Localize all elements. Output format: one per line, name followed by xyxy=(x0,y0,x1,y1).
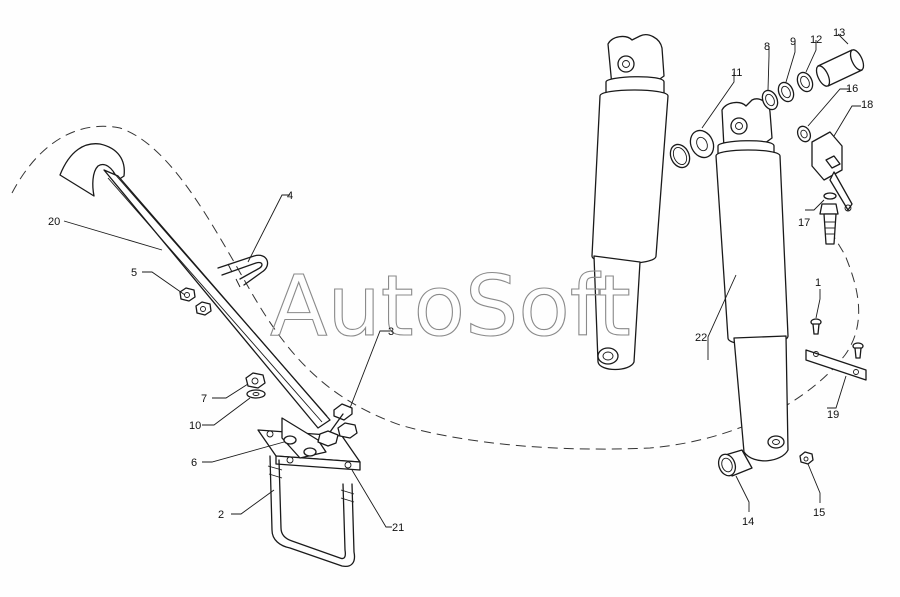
callout-19: 19 xyxy=(827,409,839,421)
callout-9: 9 xyxy=(790,36,796,48)
leader-lines xyxy=(63,33,861,528)
callout-1: 1 xyxy=(815,277,821,289)
part-15-grease-fitting xyxy=(799,451,814,465)
part-8-ring xyxy=(761,89,779,111)
callout-3: 3 xyxy=(388,326,394,338)
callout-5: 5 xyxy=(131,267,137,279)
callout-13: 13 xyxy=(833,27,845,39)
part-1-screw xyxy=(810,318,822,335)
callout-16: 16 xyxy=(846,83,858,95)
part-19-strap xyxy=(805,342,867,381)
part-17-fitting xyxy=(819,192,839,245)
callout-18: 18 xyxy=(861,99,873,111)
part-11-seal-rings xyxy=(669,129,715,169)
part-20-lever xyxy=(59,143,331,429)
callout-17: 17 xyxy=(798,217,810,229)
callout-15: 15 xyxy=(813,507,825,519)
part-6-bracket xyxy=(281,417,358,459)
part-7-nut xyxy=(245,372,266,389)
callout-12: 12 xyxy=(810,34,822,46)
callout-14: 14 xyxy=(742,516,754,528)
callout-8: 8 xyxy=(764,41,770,53)
part-22-cylinder-front xyxy=(715,98,789,462)
part-9-ring xyxy=(777,81,795,103)
part-13-pin xyxy=(815,49,865,87)
watermark-text: AutoSoft xyxy=(270,257,631,355)
part-16-ring xyxy=(796,125,812,143)
cylinder-rear xyxy=(591,34,669,371)
part-5-nuts xyxy=(179,287,212,316)
callout-11: 11 xyxy=(731,67,742,79)
callout-22: 22 xyxy=(695,332,707,344)
callout-6: 6 xyxy=(191,457,197,469)
part-18-valve xyxy=(811,131,853,212)
part-2-u-bolt-large xyxy=(267,455,356,568)
callout-10: 10 xyxy=(189,420,201,432)
part-12-ring xyxy=(796,71,814,93)
part-10-washer xyxy=(246,389,266,399)
part-3-bolt xyxy=(329,403,353,433)
callout-21: 21 xyxy=(392,522,404,534)
part-4-u-bolt xyxy=(217,254,269,288)
part-14-bushing xyxy=(717,449,753,477)
callout-20: 20 xyxy=(48,216,60,228)
callout-7: 7 xyxy=(201,393,207,405)
callout-2: 2 xyxy=(218,509,224,521)
callout-4: 4 xyxy=(287,190,293,202)
